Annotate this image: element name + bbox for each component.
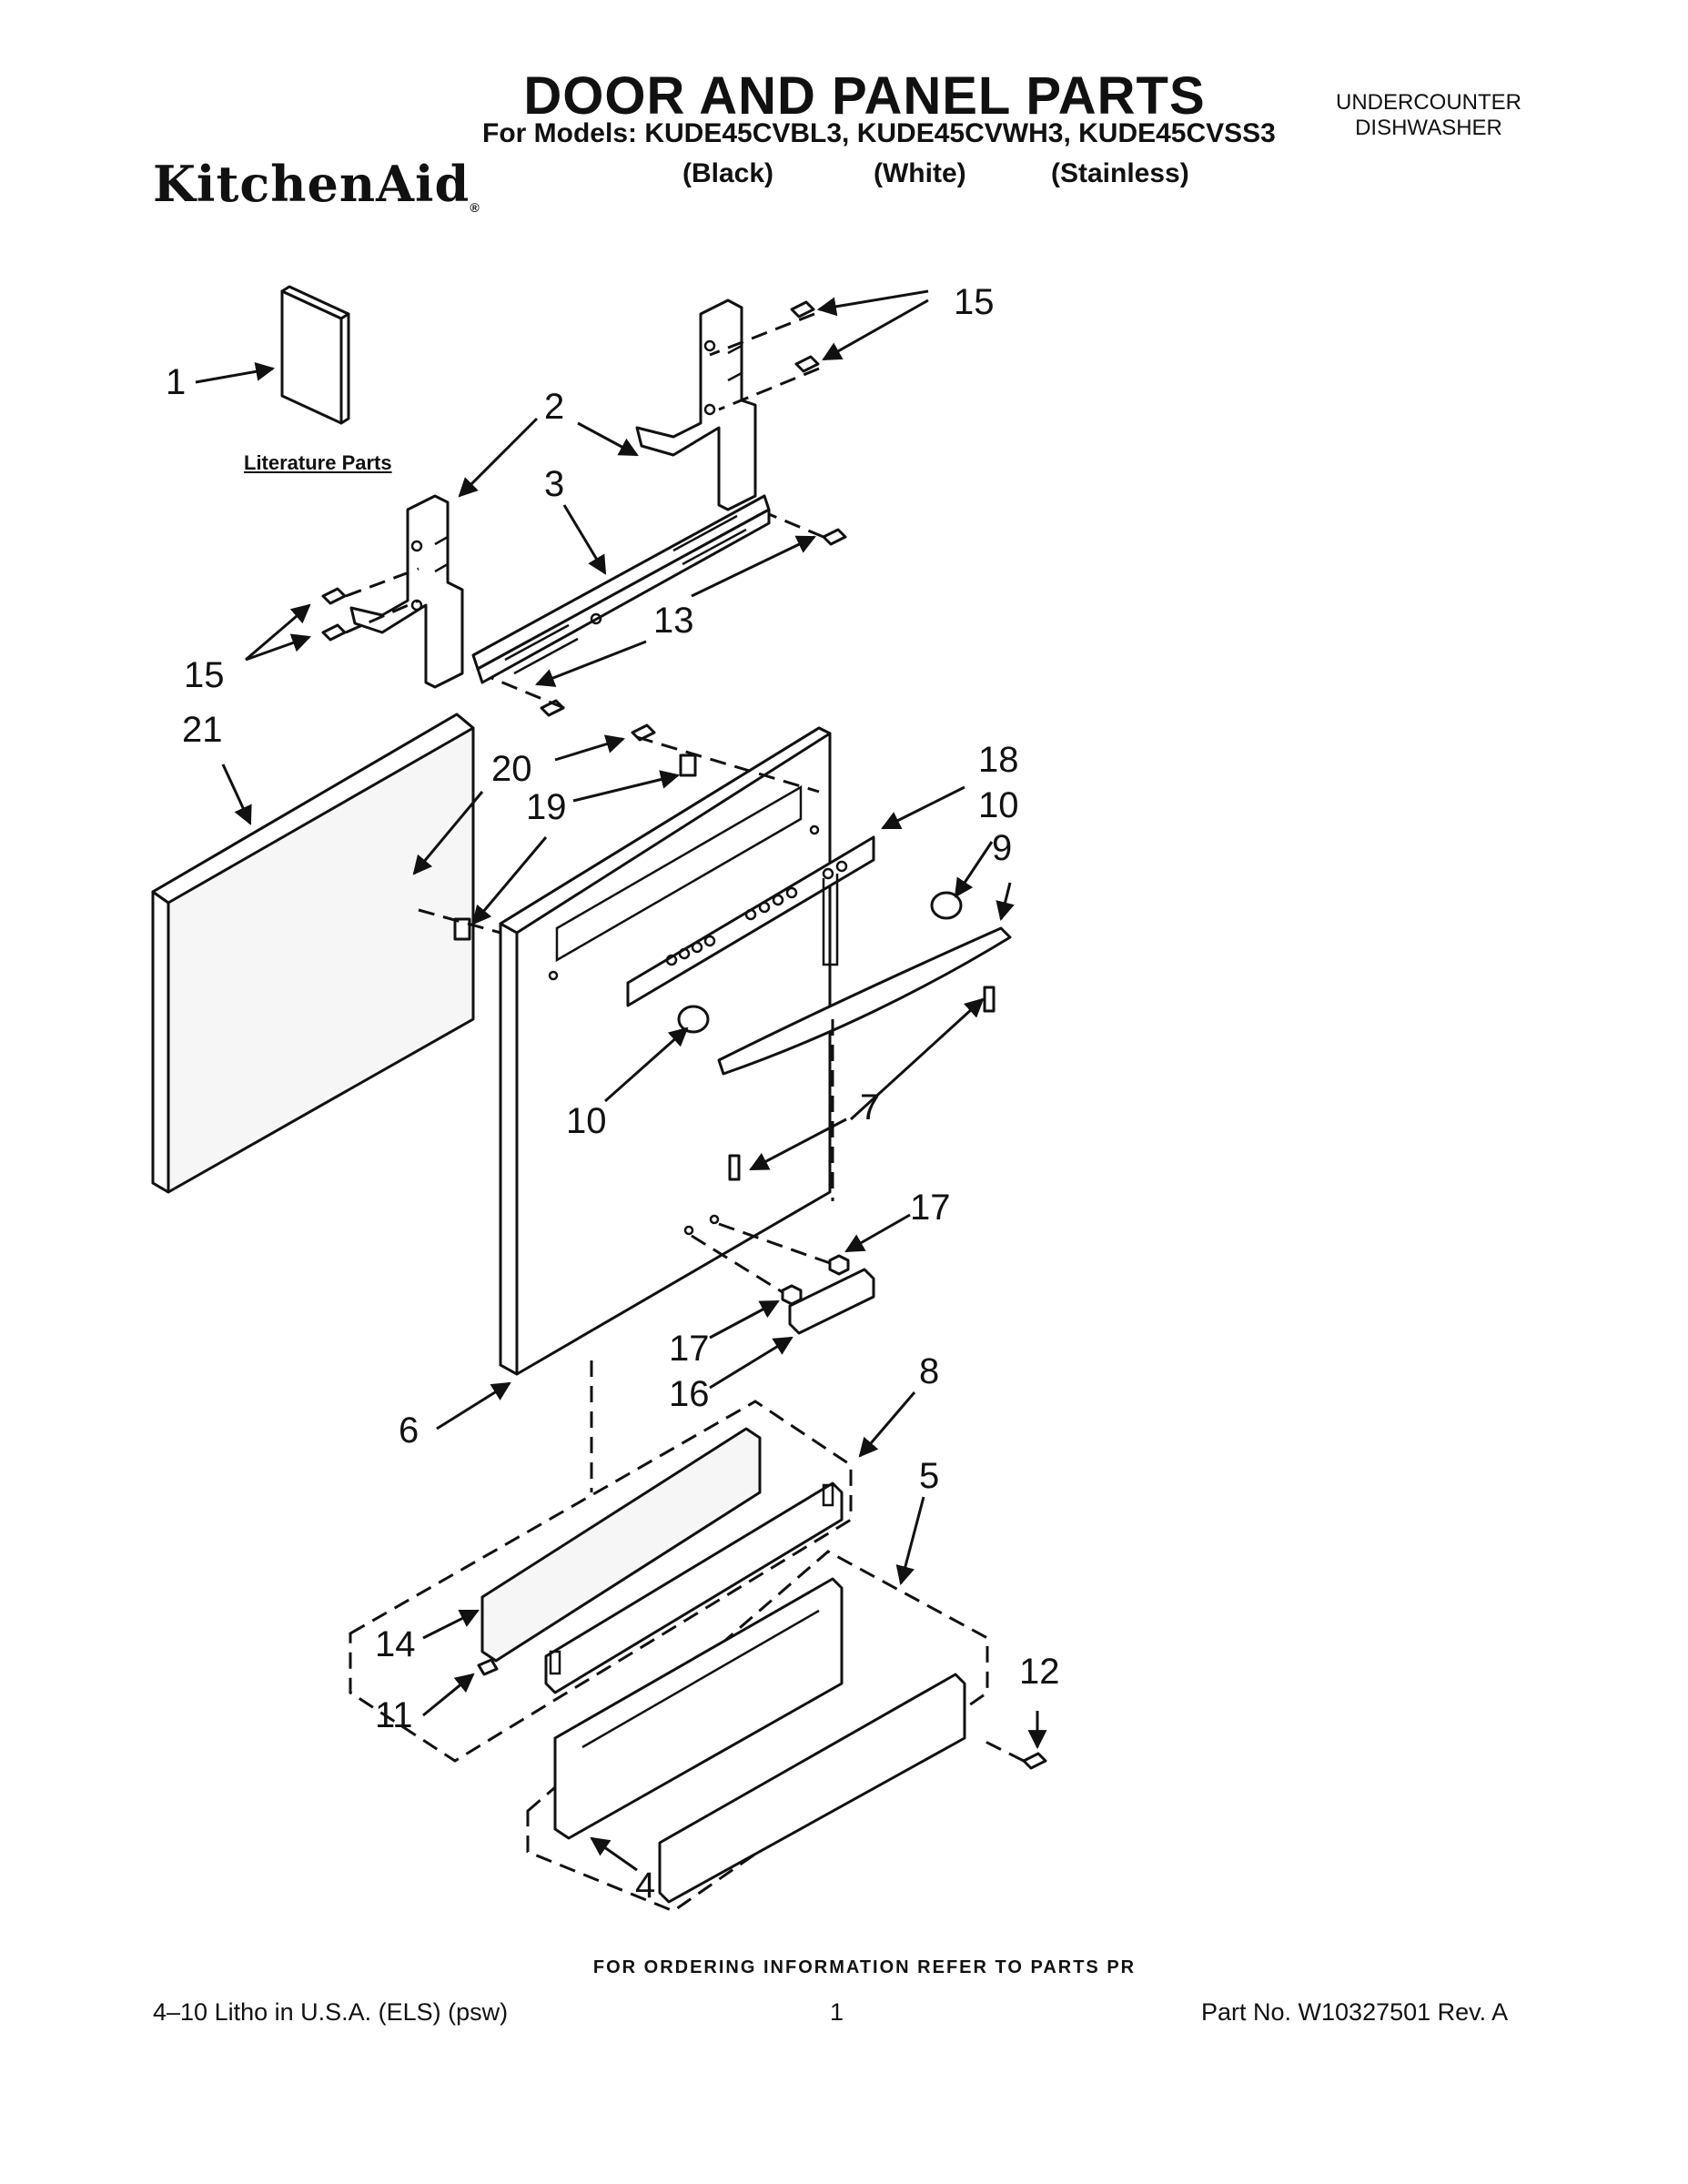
callout-9: 9 [992, 828, 1012, 868]
callout-17-top: 17 [910, 1188, 951, 1228]
callout-15-left: 15 [184, 655, 225, 695]
callout-16: 16 [669, 1374, 710, 1414]
footer-page-number: 1 [830, 1998, 844, 2026]
callout-numbers: 1 2 3 4 5 6 7 8 9 10 10 11 12 13 14 15 1… [166, 282, 1060, 1906]
callout-12: 12 [1019, 1652, 1060, 1692]
callout-8: 8 [919, 1351, 939, 1391]
callout-1: 1 [166, 362, 186, 402]
callout-13: 13 [653, 601, 694, 641]
footer-part-number: Part No. W10327501 Rev. A [1201, 1998, 1509, 2026]
model-list: For Models: KUDE45CVBL3, KUDE45CVWH3, KU… [482, 118, 1276, 148]
callout-11: 11 [375, 1695, 413, 1735]
insulation-panel [151, 713, 475, 1194]
callout-20: 20 [491, 749, 532, 789]
logo-badge [691, 1222, 875, 1335]
ordering-note: FOR ORDERING INFORMATION REFER TO PARTS … [592, 1957, 1137, 1977]
finish-black: (Black) [682, 158, 774, 188]
door-handle [717, 926, 1012, 1076]
door-rail [471, 494, 771, 684]
brand-name: KitchenAid [153, 155, 470, 213]
brand-logo: KitchenAid® [153, 155, 480, 215]
kickplate-group [526, 1550, 989, 1913]
product-type-line2: DISHWASHER [1355, 116, 1502, 140]
callout-6: 6 [399, 1410, 419, 1451]
finish-white: (White) [874, 158, 966, 188]
page-title: DOOR AND PANEL PARTS [523, 66, 1206, 126]
control-strip [626, 835, 875, 1007]
callout-5: 5 [919, 1456, 939, 1496]
toe-screw [1022, 1752, 1047, 1770]
callout-19: 19 [526, 787, 567, 827]
handle-studs [728, 986, 996, 1181]
callout-10-top: 10 [978, 785, 1019, 825]
literature-parts-label: Literature Parts [244, 451, 392, 474]
callout-17-bottom: 17 [669, 1329, 710, 1369]
spacers [418, 735, 820, 941]
right-mounting-bracket [635, 298, 757, 511]
door-outer-panel [499, 726, 832, 1376]
literature-booklet [280, 285, 350, 425]
callout-7: 7 [860, 1087, 880, 1127]
callout-3: 3 [544, 464, 564, 504]
callout-2: 2 [544, 387, 564, 427]
toe-panel-group [349, 1400, 853, 1763]
handle-end-caps [677, 891, 963, 1034]
callout-18: 18 [978, 740, 1019, 780]
callout-14: 14 [375, 1624, 416, 1664]
registered-mark: ® [470, 199, 480, 215]
product-type-line1: UNDERCOUNTER [1336, 90, 1521, 115]
callout-21: 21 [182, 710, 223, 750]
clip [477, 1658, 499, 1676]
finish-stainless: (Stainless) [1051, 158, 1189, 188]
footer-litho: 4–10 Litho in U.S.A. (ELS) (psw) [153, 1998, 509, 2026]
left-mounting-bracket [349, 494, 464, 689]
callout-10-bottom: 10 [566, 1101, 607, 1141]
leader-arrows [195, 289, 1047, 1872]
toe-screw-line [977, 1736, 1025, 1763]
callout-4: 4 [635, 1866, 655, 1906]
callout-15-top: 15 [954, 282, 995, 322]
